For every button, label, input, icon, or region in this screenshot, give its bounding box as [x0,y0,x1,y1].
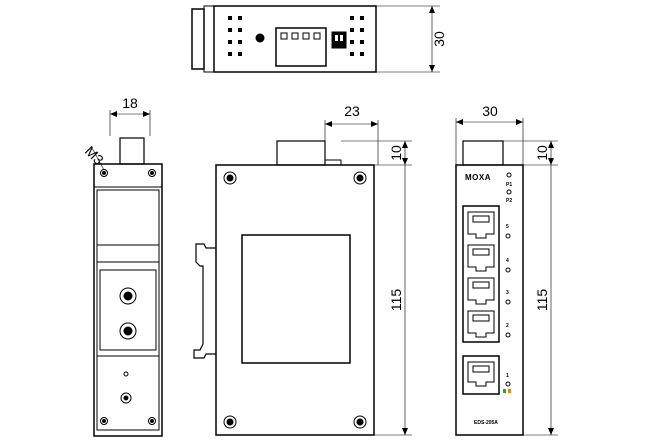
model-label: EDS-205A [474,420,498,426]
side-label-area [241,234,351,364]
dim-top-depth: 30 [431,31,447,47]
dim-side-height: 115 [388,289,404,312]
port-block-2 [462,355,500,395]
port-label-4: 4 [506,258,509,264]
dim-front-width: 30 [482,103,498,119]
port-led-3 [505,299,511,305]
rj45-port-1 [467,361,495,387]
terminal-block [275,27,327,67]
status-led-orange [508,389,511,393]
port-label-5: 5 [506,224,509,230]
dim-side-top: 10 [388,145,404,161]
port-led-1 [505,381,511,387]
port-label-1: 1 [506,373,509,379]
port-block-1 [462,205,500,343]
dim-side-depth: 23 [344,103,360,119]
din-screw-upper [119,287,137,305]
front-view: MOXA P1 P2 5 4 [455,103,558,436]
brand-logo: MOXA [465,173,491,182]
port-label-2: 2 [506,323,509,329]
terminal-screws [280,32,321,40]
ground-screw [255,33,265,43]
dim-front-height: 115 [534,289,550,312]
din-screw-lower [119,322,137,340]
dim-front-top: 10 [534,145,550,161]
rj45-port-3 [467,277,495,305]
status-led-green [503,389,506,393]
dip-switch [331,31,347,49]
pwr2-led [506,189,512,195]
top-view: 30 [191,5,447,73]
side-view: 23 10 115 [193,103,412,436]
port-led-5 [505,233,511,239]
port-led-4 [505,267,511,273]
dim-left-width: 18 [122,95,138,111]
top-vent-holes-left [228,16,242,56]
port-led-2 [505,332,511,338]
port-label-3: 3 [506,290,509,296]
pwr2-label: P2 [506,198,512,204]
top-vent-holes-right [350,16,364,56]
left-view: 18 M3 [82,95,163,437]
pwr1-led [506,172,512,178]
pwr1-label: P1 [506,182,512,188]
rj45-port-2 [467,310,495,338]
rj45-port-4 [467,244,495,272]
rj45-port-5 [467,211,495,239]
